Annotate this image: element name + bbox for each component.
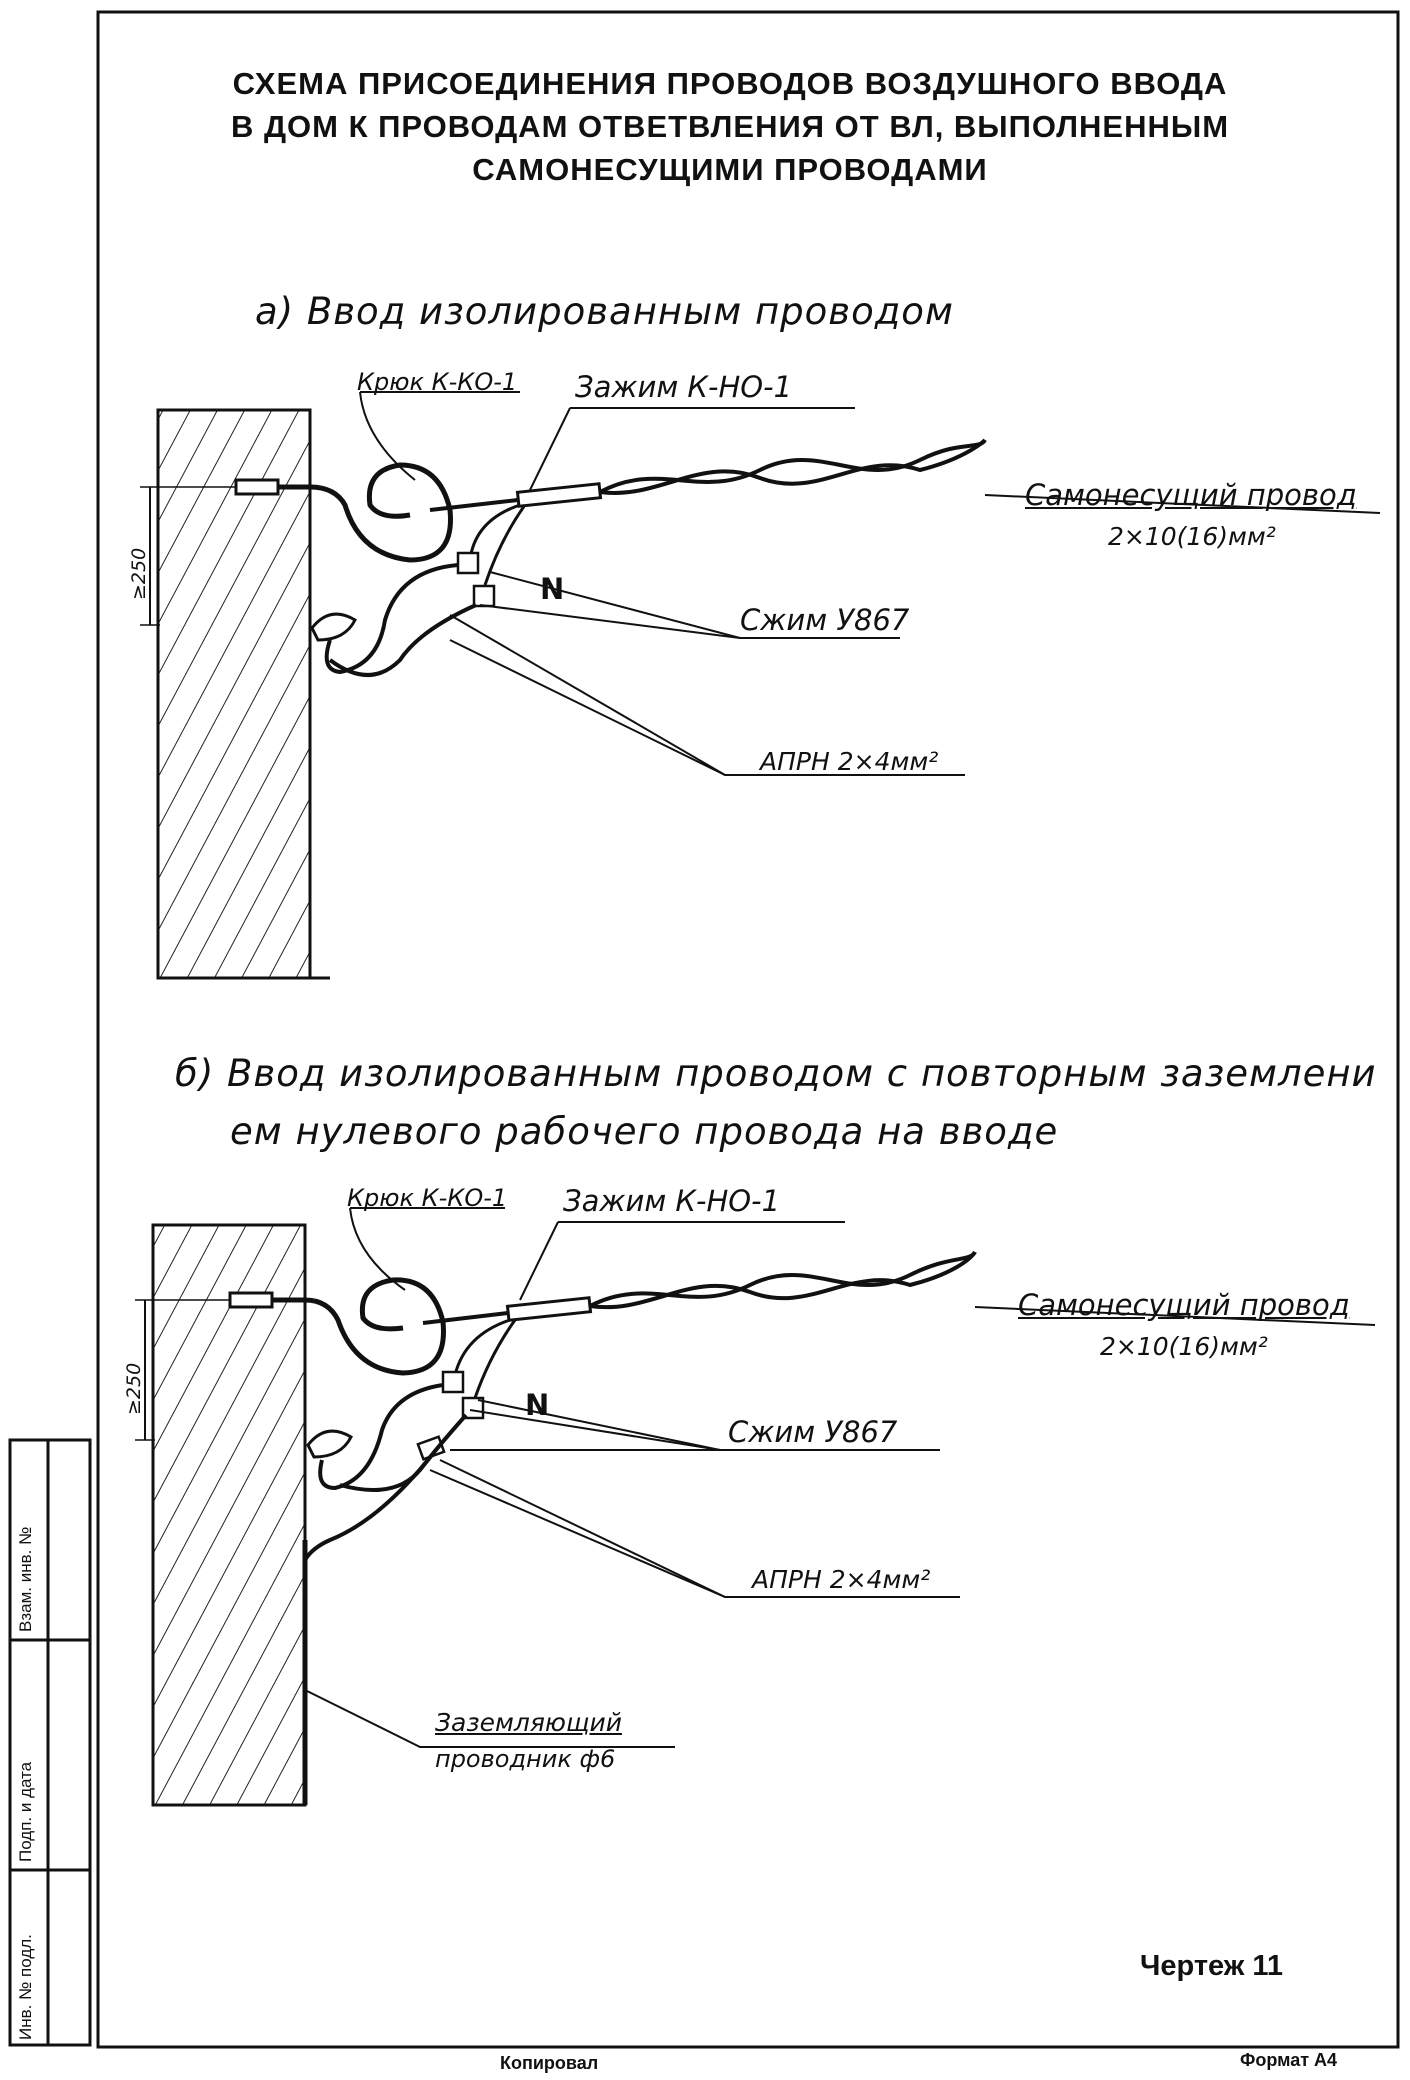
clamp-b xyxy=(505,1296,593,1322)
diagram-b xyxy=(135,1207,1376,1807)
wall-a xyxy=(156,408,312,980)
stamp-frame xyxy=(8,1438,92,2047)
section-a-heading: а) Ввод изолированным проводом xyxy=(255,290,954,333)
label-compressor-b: Сжим У867 xyxy=(728,1415,898,1449)
diagram-a xyxy=(140,391,1381,980)
drawing-number: Чертеж 11 xyxy=(1140,1950,1284,1982)
label-ground-spec-b: проводник ф6 xyxy=(435,1745,616,1773)
compressor-a-1 xyxy=(456,551,480,575)
stamp-vzam-inv: Взам. инв. № xyxy=(16,1526,35,1632)
drawing-frame xyxy=(96,10,1400,2049)
dimension-a: ≥250 xyxy=(128,547,150,600)
label-clamp-b: Зажим К-НО-1 xyxy=(563,1184,781,1218)
clamp-a xyxy=(515,482,603,508)
hook-a xyxy=(240,462,453,563)
wall-b xyxy=(151,1223,307,1807)
drawing-title: СХЕМА ПРИСОЕДИНЕНИЯ ПРОВОДОВ ВОЗДУШНОГО … xyxy=(110,62,1350,191)
label-cable-a: Самонесущий провод xyxy=(1025,478,1357,512)
title-line-1: СХЕМА ПРИСОЕДИНЕНИЯ ПРОВОДОВ ВОЗДУШНОГО … xyxy=(232,66,1228,101)
label-cable-spec-b: 2×10(16)мм² xyxy=(1100,1332,1268,1361)
label-cable-b: Самонесущий провод xyxy=(1018,1288,1350,1322)
insulator-b xyxy=(306,1429,353,1459)
label-wire-b: АПРН 2×4мм² xyxy=(752,1565,931,1594)
label-neutral-a: N xyxy=(540,572,565,606)
insulator-a xyxy=(310,612,357,642)
title-line-3: САМОНЕСУЩИМИ ПРОВОДАМИ xyxy=(472,152,988,187)
footer-format: Формат А4 xyxy=(1240,2050,1338,2070)
label-hook-b: Крюк К-КО-1 xyxy=(347,1184,508,1212)
dimension-b: ≥250 xyxy=(123,1362,145,1415)
hook-b xyxy=(235,1277,446,1376)
footer-copied: Копировал xyxy=(500,2053,599,2073)
section-b-heading-1: б) Ввод изолированным проводом с повторн… xyxy=(175,1052,1377,1095)
stamp-inv-podl: Инв. № подл. xyxy=(16,1934,35,2040)
section-b-heading-2: ем нулевого рабочего провода на вводе xyxy=(230,1110,1059,1153)
compressor-a-2 xyxy=(472,584,496,608)
title-line-2: В ДОМ К ПРОВОДАМ ОТВЕТВЛЕНИЯ ОТ ВЛ, ВЫПО… xyxy=(230,109,1230,144)
compressor-b-2 xyxy=(461,1396,485,1420)
label-wire-a: АПРН 2×4мм² xyxy=(760,747,939,776)
label-clamp-a: Зажим К-НО-1 xyxy=(575,370,793,404)
compressor-b-1 xyxy=(441,1370,465,1394)
label-hook-a: Крюк К-КО-1 xyxy=(357,368,518,396)
label-ground-b: Заземляющий xyxy=(435,1708,622,1737)
label-compressor-a: Сжим У867 xyxy=(740,603,910,637)
label-cable-spec-a: 2×10(16)мм² xyxy=(1108,522,1276,551)
label-neutral-b: N xyxy=(525,1388,550,1422)
stamp-podp-data: Подп. и дата xyxy=(16,1761,35,1862)
